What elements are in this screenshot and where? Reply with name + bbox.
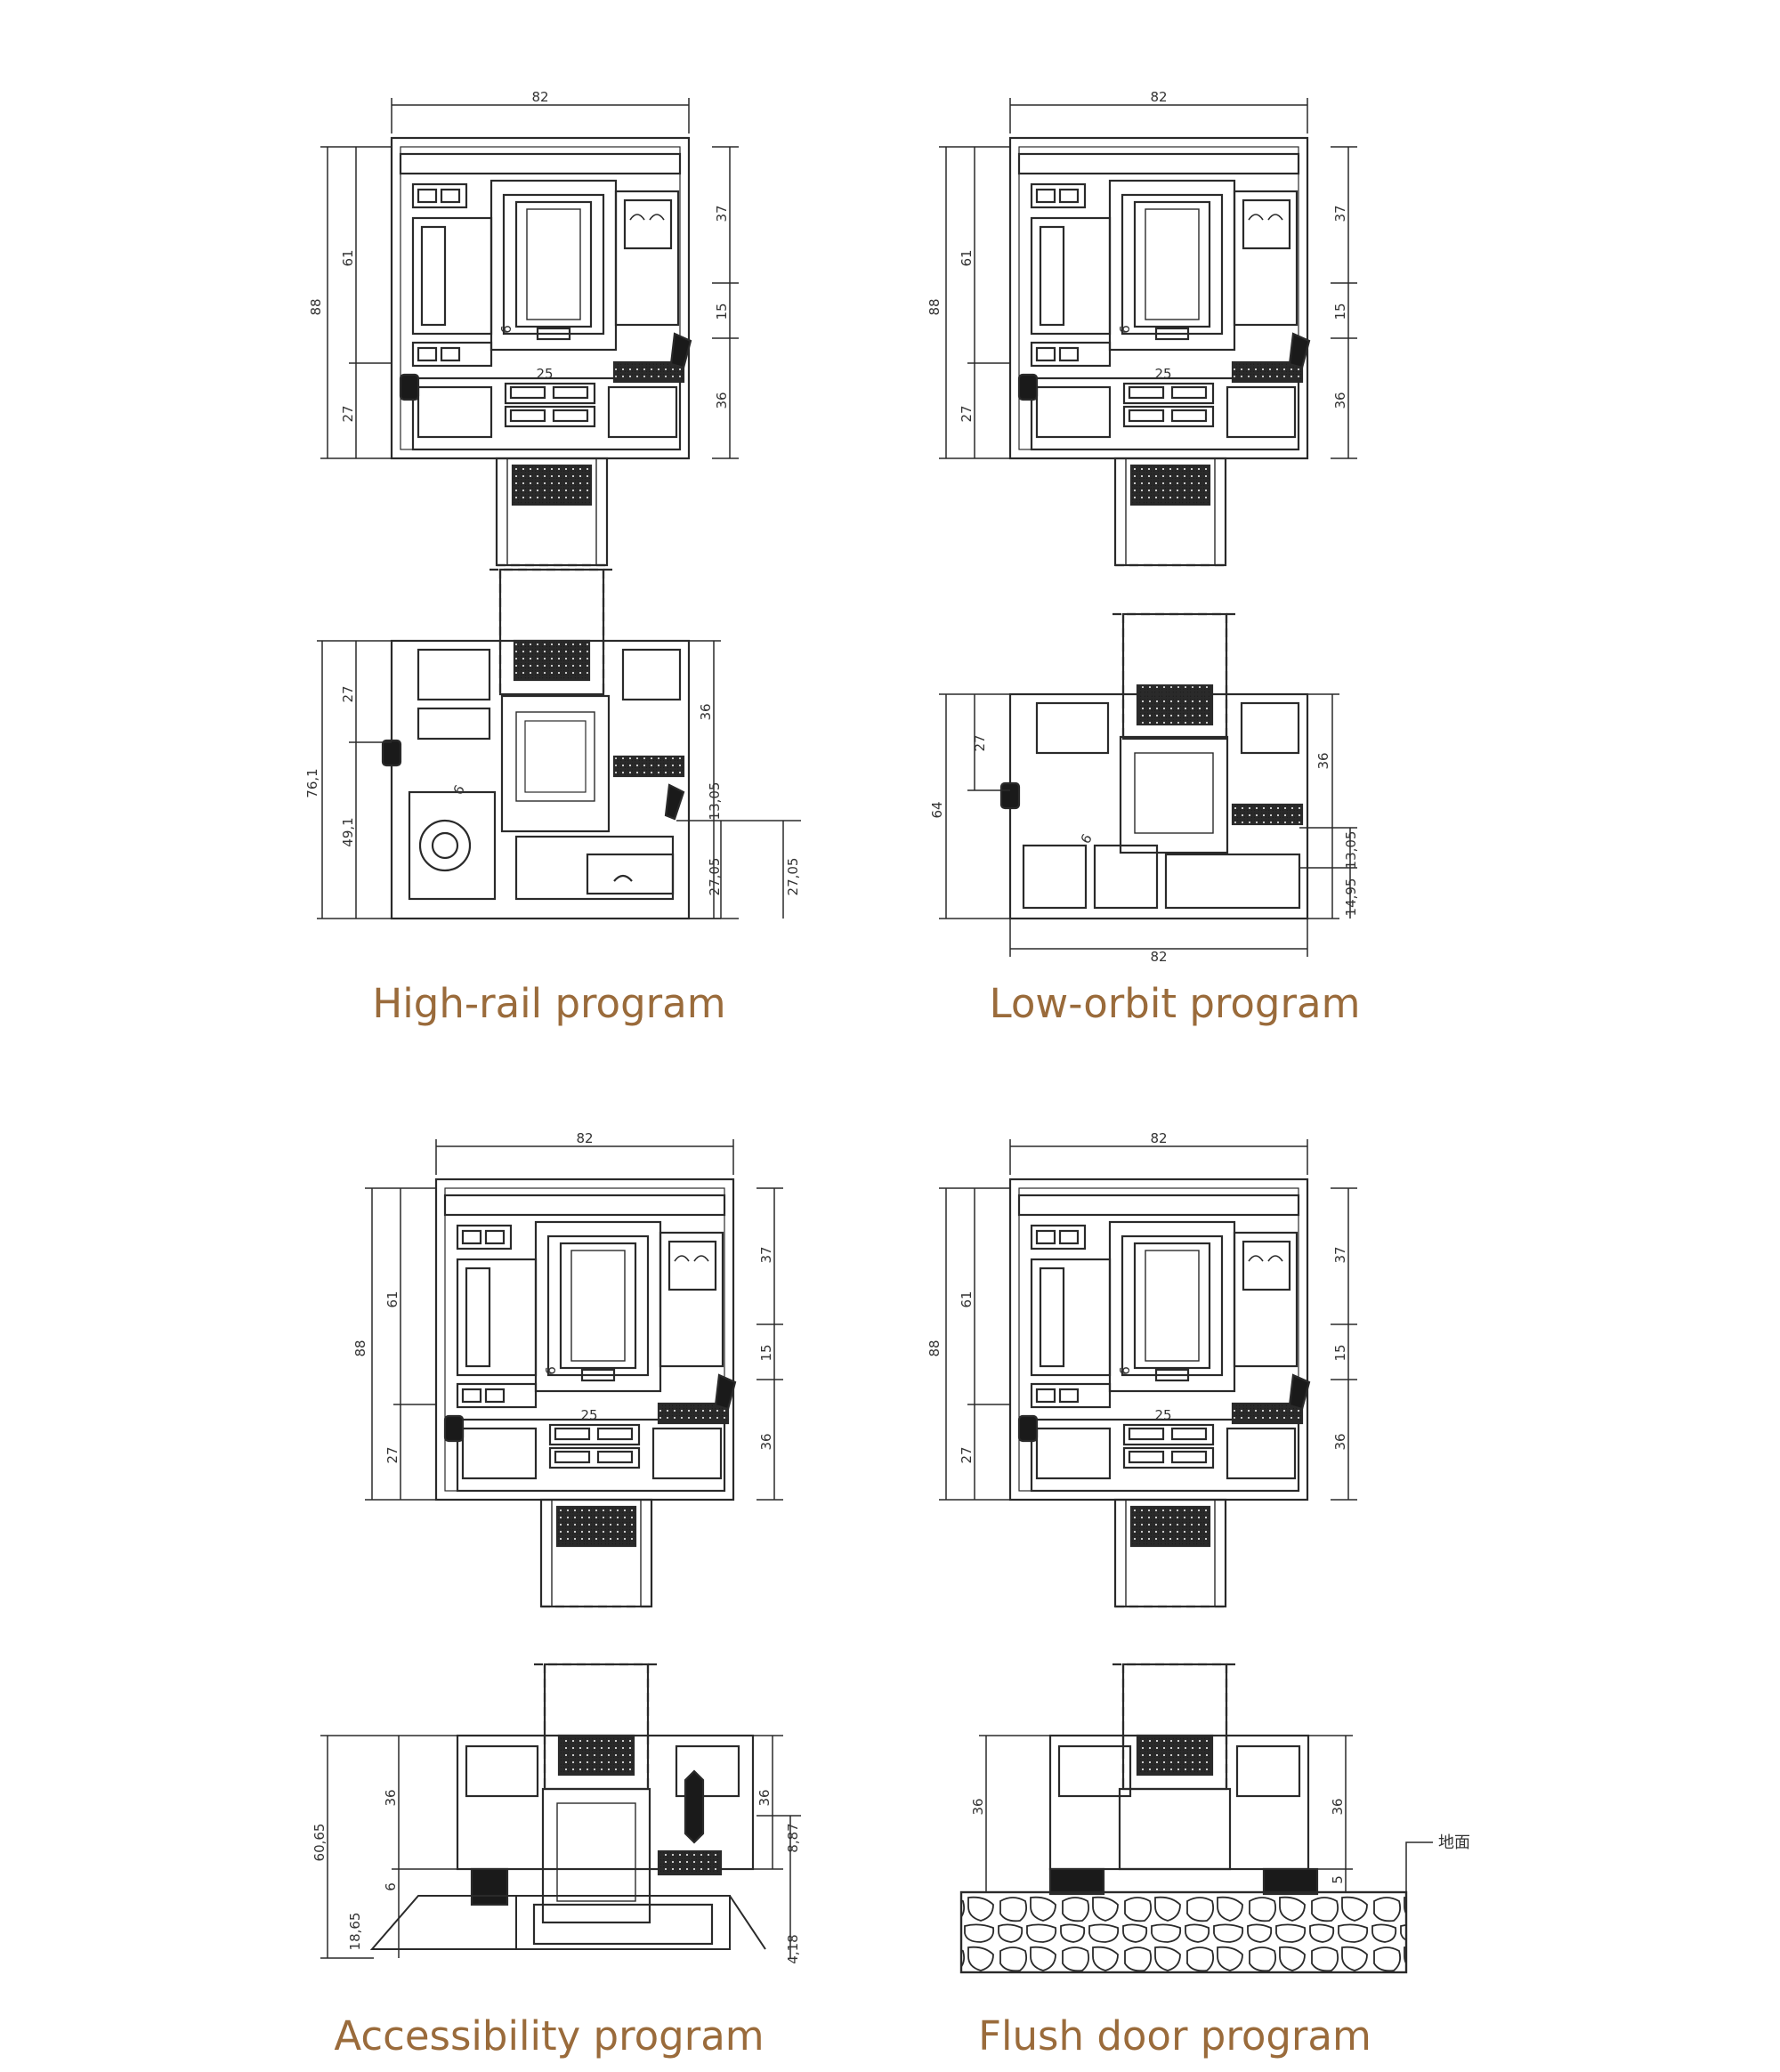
caption-flush-door: Flush door program: [978, 2012, 1371, 2060]
dim-lower: 27: [384, 1446, 400, 1463]
dim-r3: 36: [758, 1433, 774, 1450]
dim-lower: 27: [959, 405, 975, 422]
dim-width: 82: [576, 1130, 593, 1146]
dim-lower: 27: [340, 405, 356, 422]
dim-r2: 15: [714, 303, 730, 320]
dim-width: 82: [1150, 949, 1167, 965]
dim-r1: 37: [1332, 1246, 1348, 1263]
dim-r2: 15: [758, 1344, 774, 1361]
dim-gap: 6: [1117, 325, 1133, 334]
dim-mid: 25: [536, 366, 553, 382]
accessibility-sill-section: [320, 1663, 801, 1959]
dim-gap: 6: [1117, 1366, 1133, 1375]
dim-r3: 36: [1332, 1433, 1348, 1450]
dim-gap: 6: [1077, 831, 1095, 846]
high-rail-sill-section: [317, 568, 801, 920]
caption-accessibility: Accessibility program: [334, 2012, 765, 2060]
dim-r4: 27,05: [785, 858, 801, 896]
dim-r2: 15: [1332, 1344, 1348, 1361]
dim-upper: 61: [340, 249, 356, 266]
dim-r2: 13,05: [707, 782, 723, 821]
dim-mid: 25: [1154, 366, 1171, 382]
dim-gap: 6: [543, 1366, 559, 1375]
dim-r3: 4,18: [785, 1934, 801, 1963]
dim-l1: 36: [970, 1798, 986, 1815]
caption-low-orbit: Low-orbit program: [989, 980, 1361, 1027]
dim-gap: 6: [383, 1882, 399, 1891]
dim-upper: 36: [383, 1789, 399, 1806]
dim-width: 82: [1150, 1130, 1167, 1146]
dim-r1: 37: [1332, 205, 1348, 222]
dim-r3: 36: [1332, 392, 1348, 409]
dim-r3: 36: [714, 392, 730, 409]
dim-lower: 27: [959, 1446, 975, 1463]
dim-r1: 37: [758, 1246, 774, 1263]
dim-r3: 27,05: [707, 858, 723, 896]
dim-width: 82: [1150, 89, 1167, 105]
dim-total: 88: [926, 1340, 943, 1356]
dim-r1: 36: [1330, 1798, 1346, 1815]
dim-mid: 25: [580, 1407, 597, 1423]
dim-r2: 8,87: [785, 1823, 801, 1852]
dim-upper: 61: [959, 1291, 975, 1307]
ground-label: 地面: [1438, 1833, 1470, 1852]
dim-total: 88: [352, 1340, 368, 1356]
low-orbit-head-section: [939, 98, 1357, 567]
caption-high-rail: High-rail program: [372, 980, 726, 1027]
flush-door-head-section: [939, 1139, 1357, 1608]
dim-total: 64: [929, 801, 945, 818]
dim-total: 76,1: [304, 768, 320, 797]
dim-upper: 61: [959, 249, 975, 266]
dim-upper: 27: [972, 734, 988, 751]
high-rail-head-section: [320, 98, 739, 567]
dim-total: 88: [926, 298, 943, 315]
dim-total: 60,65: [312, 1824, 328, 1862]
dim-r1: 36: [1315, 752, 1331, 769]
dim-gap: 6: [498, 325, 514, 334]
dim-r2: 13,05: [1343, 831, 1359, 870]
dim-lower: 18,65: [347, 1913, 363, 1951]
dim-width: 82: [531, 89, 548, 105]
dim-r2: 15: [1332, 303, 1348, 320]
dim-upper: 61: [384, 1291, 400, 1307]
dim-r2: 5: [1330, 1875, 1346, 1884]
dim-total: 88: [308, 298, 324, 315]
dim-r1: 37: [714, 205, 730, 222]
accessibility-head-section: [365, 1139, 783, 1608]
low-orbit-sill-section: [939, 612, 1357, 957]
flush-door-sill-section: [959, 1663, 1433, 1974]
dim-gap: 6: [449, 782, 467, 797]
dim-r3: 14,95: [1343, 878, 1359, 917]
dim-upper: 27: [340, 685, 356, 702]
dim-r1: 36: [698, 703, 714, 720]
dim-lower: 49,1: [340, 817, 356, 846]
dim-mid: 25: [1154, 1407, 1171, 1423]
dim-r1: 36: [756, 1789, 773, 1806]
